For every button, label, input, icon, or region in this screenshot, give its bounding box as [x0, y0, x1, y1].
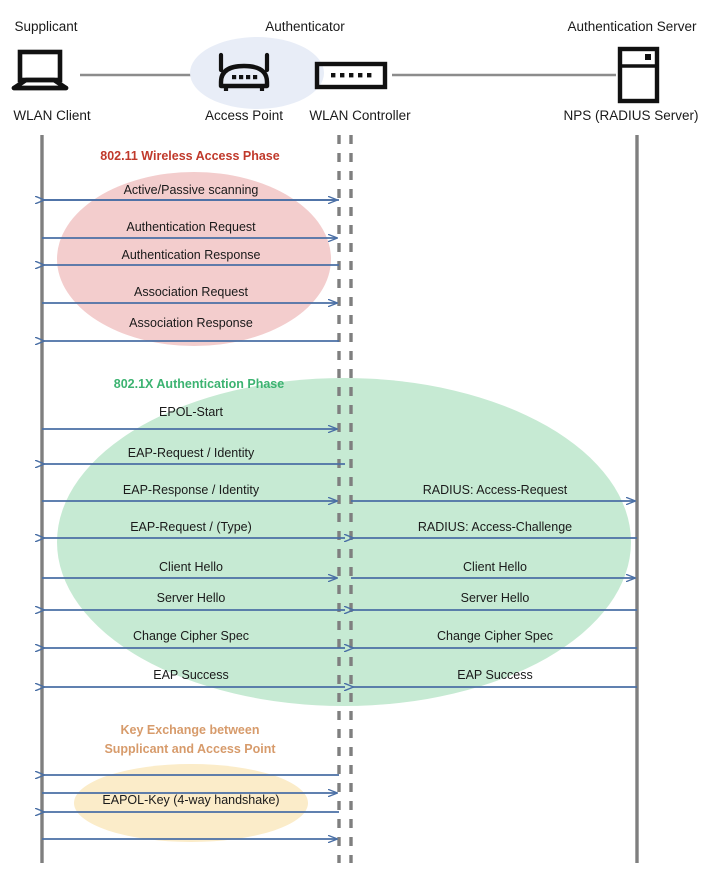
phase-label-8021x: 802.1X Authentication Phase: [113, 377, 285, 391]
msg-label-eap-request-type: EAP-Request / (Type): [130, 520, 252, 534]
role-title-authentication-server: Authentication Server: [567, 19, 697, 34]
wireless-router-icon: [218, 52, 270, 91]
msg-label-server-hello-left: Server Hello: [156, 591, 226, 605]
phase-label-key-exchange-line1: Key Exchange between: [120, 723, 260, 737]
msg-label-active-passive-scanning: Active/Passive scanning: [123, 183, 259, 197]
network-switch-icon: [314, 61, 388, 90]
msg-label-association-request: Association Request: [134, 285, 248, 299]
msg-label-eap-success-left: EAP Success: [153, 668, 229, 682]
msg-label-server-hello-right: Server Hello: [460, 591, 530, 605]
msg-label-eap-request-identity: EAP-Request / Identity: [127, 446, 255, 460]
node-label-wlan-controller: WLAN Controller: [309, 108, 411, 123]
authenticator-highlight-ellipse: [190, 37, 324, 109]
msg-label-eap-success-right: EAP Success: [457, 668, 533, 682]
msg-label-radius-access-challenge: RADIUS: Access-Challenge: [417, 520, 573, 534]
msg-label-association-response: Association Response: [129, 316, 253, 330]
arrows-left: [42, 200, 345, 839]
msg-label-authentication-response: Authentication Response: [121, 248, 261, 262]
node-label-nps-radius-server: NPS (RADIUS Server): [563, 108, 699, 123]
msg-label-client-hello-right: Client Hello: [463, 560, 527, 574]
lifelines: [40, 135, 639, 863]
node-label-access-point: Access Point: [204, 108, 284, 123]
msg-label-epol-start: EPOL-Start: [159, 405, 223, 419]
arrows-right: [351, 501, 637, 687]
role-title-authenticator: Authenticator: [265, 19, 345, 34]
ellipse-phase-8021x: [57, 378, 631, 706]
msg-label-eapol-key: EAPOL-Key (4-way handshake): [102, 793, 280, 807]
server-rack-icon: [617, 46, 660, 104]
node-label-wlan-client: WLAN Client: [13, 108, 91, 123]
msg-label-change-cipher-spec-left: Change Cipher Spec: [132, 629, 250, 643]
ellipse-phase-key-exchange: [74, 764, 308, 842]
laptop-icon: [11, 49, 69, 91]
phase-label-80211: 802.11 Wireless Access Phase: [100, 149, 280, 163]
phase-label-key-exchange-line2: Supplicant and Access Point: [104, 742, 276, 756]
role-title-supplicant: Supplicant: [14, 19, 78, 34]
msg-label-authentication-request: Authentication Request: [126, 220, 256, 234]
msg-label-client-hello-left: Client Hello: [159, 560, 223, 574]
msg-label-eap-response-identity: EAP-Response / Identity: [122, 483, 260, 497]
msg-label-radius-access-request: RADIUS: Access-Request: [422, 483, 568, 497]
msg-label-change-cipher-spec-right: Change Cipher Spec: [436, 629, 554, 643]
